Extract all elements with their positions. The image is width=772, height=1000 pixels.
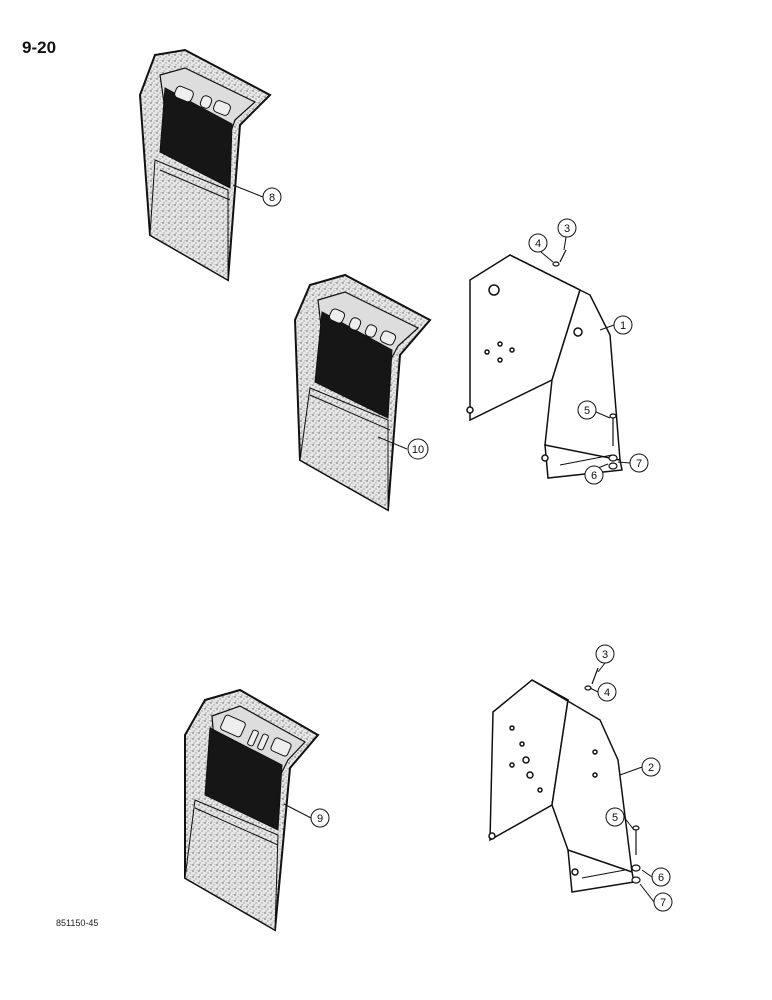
svg-text:6: 6 [591, 470, 597, 482]
svg-text:5: 5 [612, 812, 618, 824]
console-cover-8 [138, 48, 272, 282]
console-cover-10 [293, 273, 432, 512]
callout-6-lower: 6 [651, 867, 671, 887]
callout-4-upper: 4 [528, 233, 548, 253]
svg-text:4: 4 [604, 687, 610, 699]
svg-text:10: 10 [412, 444, 424, 456]
callout-1: 1 [613, 315, 633, 335]
svg-text:6: 6 [658, 872, 664, 884]
callout-7-lower: 7 [653, 892, 673, 912]
callout-3-upper: 3 [557, 218, 577, 238]
svg-text:7: 7 [636, 458, 642, 470]
leader-lines [232, 184, 655, 903]
hardware-set-lower [584, 667, 641, 884]
callout-5-lower: 5 [605, 807, 625, 827]
svg-text:4: 4 [535, 238, 541, 250]
bracket-2 [488, 679, 635, 893]
svg-text:5: 5 [584, 405, 590, 417]
svg-text:9: 9 [317, 813, 323, 825]
svg-text:2: 2 [648, 762, 654, 774]
callout-4-lower: 4 [597, 682, 617, 702]
callout-5-upper: 5 [577, 400, 597, 420]
svg-text:3: 3 [602, 649, 608, 661]
svg-text:8: 8 [269, 192, 275, 204]
callout-8: 8 [262, 187, 282, 207]
svg-text:7: 7 [660, 897, 666, 909]
callout-6-upper: 6 [584, 465, 604, 485]
svg-text:3: 3 [564, 223, 570, 235]
page-number: 9-20 [22, 38, 57, 57]
callout-3-lower: 3 [595, 644, 615, 664]
console-cover-9 [184, 688, 320, 932]
callout-9: 9 [310, 808, 330, 828]
svg-text:1: 1 [620, 320, 626, 332]
callout-2: 2 [641, 757, 661, 777]
hardware-set-upper [552, 249, 618, 470]
figure-code: 851150-45 [56, 918, 99, 928]
callout-7-upper: 7 [629, 453, 649, 473]
callout-10: 10 [407, 438, 429, 460]
bracket-1 [466, 254, 623, 479]
